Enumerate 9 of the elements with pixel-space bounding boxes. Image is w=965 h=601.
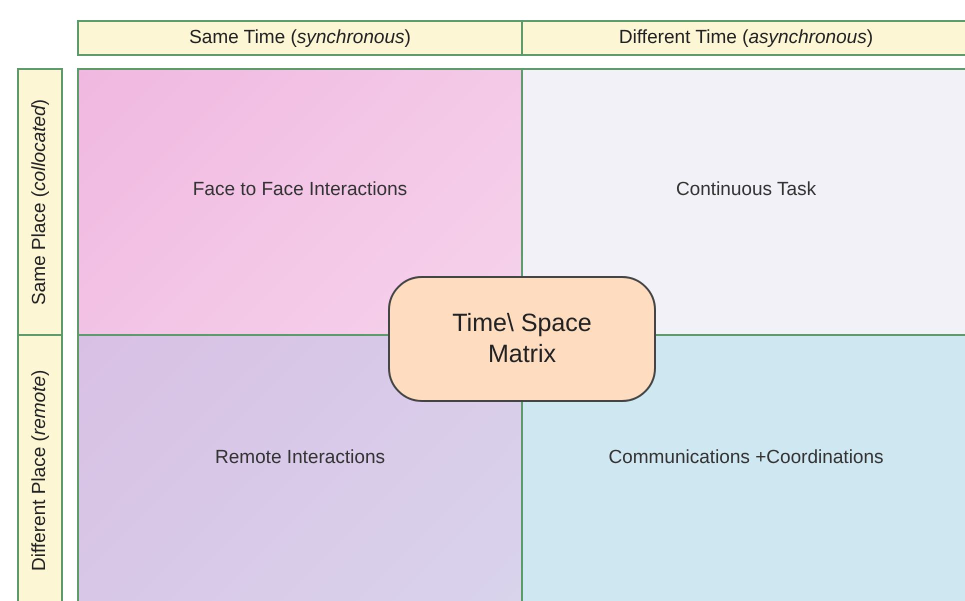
cell-label: Remote Interactions bbox=[214, 447, 386, 469]
cell-label: Same Time (synchronous) bbox=[189, 27, 411, 49]
rounded-box: Time\ Space Matrix bbox=[388, 276, 656, 402]
cell-label: Different Place (remote) bbox=[29, 369, 51, 571]
cell-label: Communications +Coordinations bbox=[608, 447, 884, 469]
cell-label: Same Place (collocated) bbox=[29, 99, 51, 305]
cell-label: Continuous Task bbox=[676, 179, 816, 201]
cell-label: Different Time (asynchronous) bbox=[618, 27, 874, 49]
cell-label: Face to Face Interactions bbox=[192, 179, 408, 201]
